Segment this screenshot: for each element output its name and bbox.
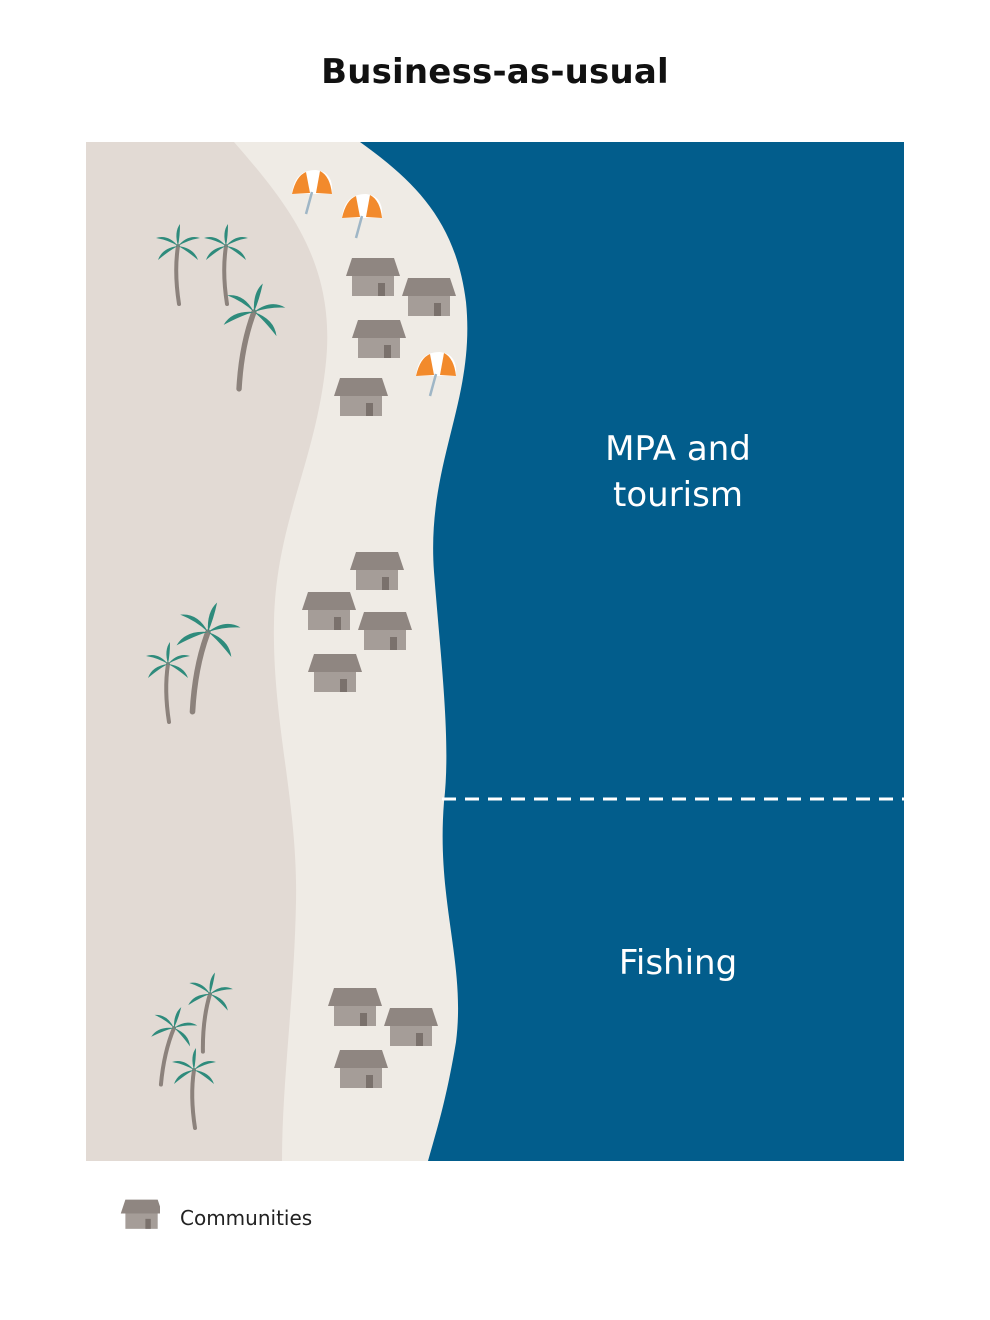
mpa-tourism-zone-label: MPA and tourism [528,426,828,518]
mpa-tourism-label-line2: tourism [613,475,743,515]
community-house-icon [334,378,388,416]
mpa-tourism-label-line1: MPA and [605,429,751,469]
diagram-title: Business-as-usual [321,52,669,92]
fishing-zone-label: Fishing [618,943,738,983]
community-house-icon [334,1050,388,1088]
community-house-icon [358,612,412,650]
community-house-icon [328,988,382,1026]
community-house-icon [350,552,404,590]
coastal-map-svg [86,142,904,1161]
community-house-icon [384,1008,438,1046]
coastal-map: MPA and tourism Fishing [86,142,904,1161]
community-house-icon [352,320,406,358]
community-house-icon [302,592,356,630]
community-house-icon [346,258,400,296]
inland-area [86,142,328,1161]
house-icon [120,1199,160,1229]
legend-communities-label: Communities [180,1206,313,1230]
community-house-icon [308,654,362,692]
community-house-icon [402,278,456,316]
